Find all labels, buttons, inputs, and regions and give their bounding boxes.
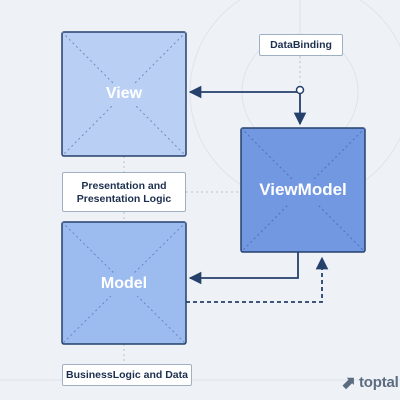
toptal-logo-icon [342, 377, 354, 389]
viewmodel-box [240, 127, 366, 253]
connector-dotted-lines [123, 56, 301, 364]
presentation-line-1: Presentation and [81, 180, 167, 192]
databinding-text: DataBinding [270, 39, 332, 51]
presentation-label: Presentation and Presentation Logic [62, 172, 186, 212]
model-to-viewmodel-arrow [186, 256, 329, 303]
business-logic-label: BusinessLogic and Data [62, 364, 192, 386]
viewmodel-label: ViewModel [259, 180, 347, 199]
business-logic-text: BusinessLogic and Data [66, 369, 188, 381]
viewmodel-to-model-arrow [188, 252, 299, 285]
toptal-logo: toptal [342, 374, 399, 391]
presentation-line-2: Presentation Logic [76, 193, 172, 205]
toptal-logo-text: toptal [359, 374, 399, 391]
databinding-junction [295, 85, 305, 95]
databinding-arrow-to-view [188, 85, 301, 99]
model-label: Model [100, 275, 148, 292]
model-box [61, 221, 187, 345]
view-box [61, 31, 187, 157]
databinding-label: DataBinding [259, 34, 343, 56]
view-label: View [105, 85, 143, 102]
